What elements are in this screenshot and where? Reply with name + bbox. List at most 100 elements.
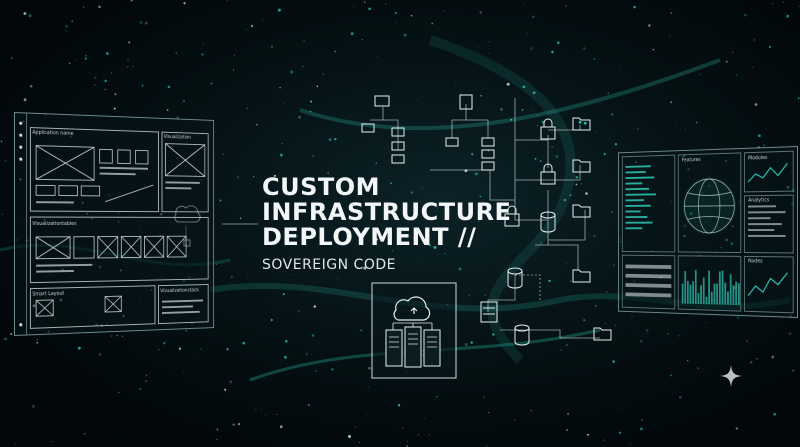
particle bbox=[579, 121, 582, 124]
particle bbox=[445, 253, 446, 254]
dashboard-bar bbox=[706, 297, 708, 304]
dashboard-shapes bbox=[619, 147, 797, 317]
headline-line-1: CUSTOM bbox=[262, 175, 511, 200]
particle bbox=[314, 305, 316, 307]
particle bbox=[183, 371, 184, 372]
particle bbox=[532, 16, 534, 18]
dashboard-bar bbox=[738, 283, 740, 305]
particle bbox=[282, 143, 283, 144]
particle bbox=[585, 192, 588, 195]
dashboard-bar bbox=[714, 284, 716, 305]
particle bbox=[71, 20, 73, 22]
particle bbox=[237, 176, 239, 178]
particle bbox=[485, 295, 486, 296]
particle bbox=[329, 138, 332, 141]
particle bbox=[226, 0, 228, 1]
particle bbox=[583, 319, 585, 321]
particle bbox=[183, 100, 185, 102]
dashboard-bar bbox=[698, 293, 700, 304]
particle bbox=[334, 50, 336, 52]
particle bbox=[394, 23, 395, 24]
particle bbox=[633, 6, 636, 9]
dashboard-bar bbox=[684, 271, 686, 304]
particle bbox=[603, 439, 605, 441]
particle bbox=[285, 340, 288, 343]
particle bbox=[537, 125, 538, 126]
dashboard-panel: Features Modules Analytics Nodes bbox=[618, 146, 798, 318]
particle bbox=[667, 333, 669, 335]
particle bbox=[773, 413, 776, 416]
particle bbox=[201, 53, 204, 56]
particle bbox=[621, 411, 622, 412]
particle bbox=[232, 423, 234, 425]
particle bbox=[78, 347, 81, 350]
server-tree-icon bbox=[446, 95, 494, 170]
particle bbox=[242, 342, 245, 345]
smart-layout-label: Smart Layout bbox=[32, 291, 64, 298]
particle bbox=[85, 55, 87, 57]
particle bbox=[488, 53, 489, 54]
app-name-label: Application name bbox=[32, 130, 73, 137]
particle bbox=[595, 131, 597, 133]
dashboard-bar bbox=[687, 281, 689, 304]
particle bbox=[540, 160, 542, 162]
particle bbox=[66, 30, 67, 31]
particle bbox=[5, 160, 7, 162]
particle bbox=[418, 259, 419, 260]
particle bbox=[629, 443, 630, 444]
particle bbox=[758, 134, 761, 137]
particle bbox=[122, 336, 123, 337]
particle bbox=[116, 335, 117, 336]
particle bbox=[98, 6, 101, 9]
dashboard-bar bbox=[695, 270, 697, 304]
particle bbox=[411, 15, 413, 17]
particle bbox=[535, 158, 537, 160]
particle bbox=[316, 371, 317, 372]
particle bbox=[303, 39, 305, 41]
particle bbox=[203, 44, 204, 45]
particle bbox=[750, 361, 753, 364]
analytics-label: Analytics bbox=[748, 197, 769, 203]
particle bbox=[224, 389, 226, 391]
particle bbox=[104, 89, 106, 91]
particle bbox=[312, 334, 315, 337]
particle bbox=[142, 85, 143, 86]
particle bbox=[167, 109, 169, 111]
particle bbox=[620, 66, 621, 67]
particle bbox=[308, 404, 310, 406]
particle bbox=[699, 74, 700, 75]
particle bbox=[500, 108, 503, 111]
particle bbox=[792, 370, 794, 372]
particle bbox=[94, 84, 95, 85]
particle bbox=[231, 276, 233, 278]
particle bbox=[1, 140, 3, 142]
dashboard-bar bbox=[727, 291, 729, 304]
dashboard-bar bbox=[682, 284, 684, 304]
particle bbox=[551, 146, 553, 148]
particle bbox=[570, 281, 571, 282]
particle bbox=[115, 93, 117, 95]
particle bbox=[368, 386, 369, 387]
particle bbox=[210, 83, 212, 85]
particle bbox=[619, 432, 621, 434]
dashboard-bar bbox=[700, 285, 702, 304]
particle bbox=[290, 274, 291, 275]
particle bbox=[94, 76, 97, 79]
particle bbox=[186, 330, 187, 331]
particle bbox=[514, 419, 515, 420]
particle bbox=[468, 294, 470, 296]
particle bbox=[362, 39, 363, 40]
headline-line-3: DEPLOYMENT // bbox=[262, 225, 511, 250]
particle bbox=[385, 4, 386, 5]
particle bbox=[75, 59, 76, 60]
particle bbox=[431, 23, 433, 25]
particle bbox=[24, 98, 27, 101]
particle bbox=[407, 441, 408, 442]
particle bbox=[111, 335, 113, 337]
particle bbox=[56, 99, 57, 100]
particle bbox=[359, 442, 360, 443]
particle bbox=[140, 21, 143, 24]
particle bbox=[30, 85, 33, 88]
particle bbox=[653, 49, 654, 50]
particle bbox=[238, 423, 240, 425]
